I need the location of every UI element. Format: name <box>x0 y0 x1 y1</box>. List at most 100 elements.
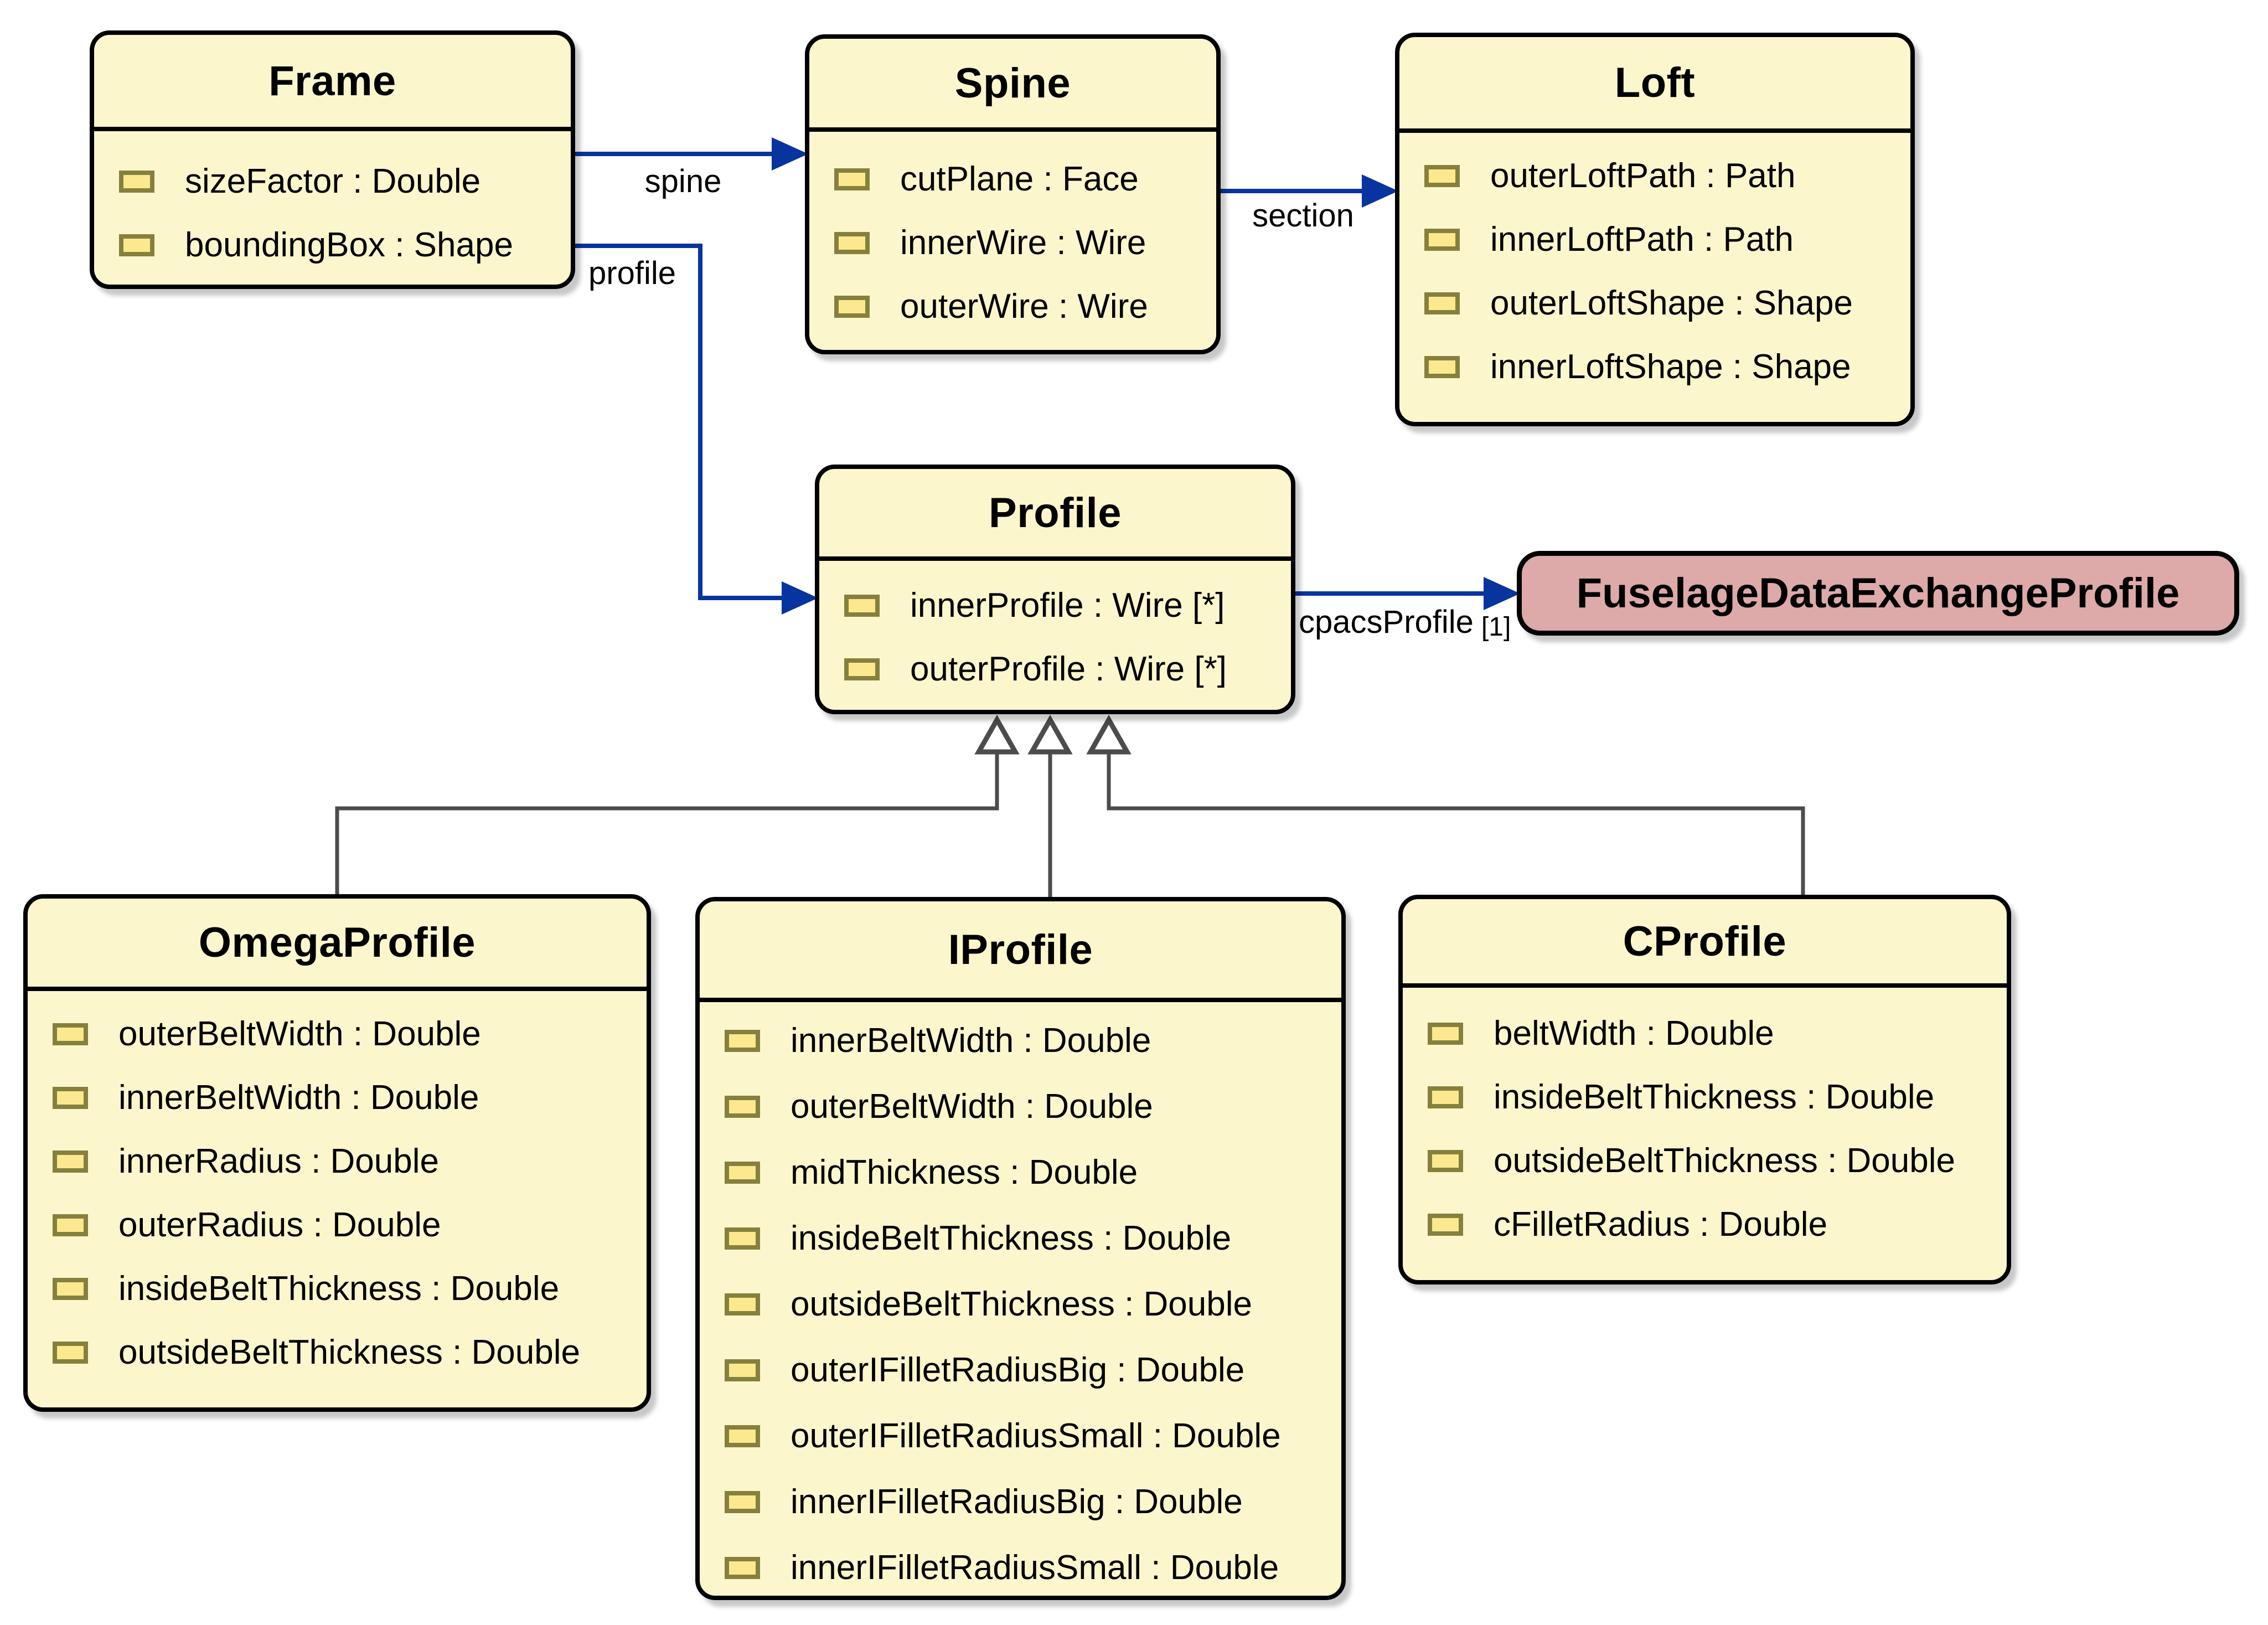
cpacsprofile-arrowhead <box>1484 577 1520 610</box>
attribute-row: sizeFactor : Double <box>94 149 571 213</box>
attribute-label: boundingBox : Shape <box>185 226 513 264</box>
attribute-icon <box>1424 164 1460 187</box>
attribute-icon <box>53 1341 88 1364</box>
attribute-icon <box>725 1293 760 1316</box>
attribute-icon <box>834 295 870 318</box>
class-attributes-c-profile: beltWidth : Double insideBeltThickness :… <box>1403 988 2007 1256</box>
generalization-triangle-icon <box>1027 714 1073 755</box>
attribute-label: insideBeltThickness : Double <box>118 1270 560 1308</box>
attribute-label: outerWire : Wire <box>900 287 1148 326</box>
profile-association-line <box>575 244 784 600</box>
attribute-row: boundingBox : Shape <box>94 213 571 277</box>
attribute-label: innerIFilletRadiusSmall : Double <box>791 1549 1279 1587</box>
edge-label-cpacsprofile-multiplicity: [1] <box>1481 612 1511 642</box>
attribute-label: outerIFilletRadiusSmall : Double <box>791 1417 1281 1455</box>
class-attributes-profile: innerProfile : Wire [*] outerProfile : W… <box>819 561 1291 701</box>
class-spine: Spine cutPlane : Face innerWire : Wire o… <box>805 34 1221 354</box>
class-title-spine: Spine <box>809 39 1216 132</box>
attribute-label: insideBeltThickness : Double <box>791 1219 1232 1257</box>
attribute-label: outerProfile : Wire [*] <box>910 650 1227 688</box>
attribute-label: outerBeltWidth : Double <box>791 1087 1153 1126</box>
attribute-row: innerIFilletRadiusBig : Double <box>700 1469 1341 1535</box>
attribute-row: outerIFilletRadiusSmall : Double <box>700 1403 1341 1469</box>
attribute-row: outerLoftPath : Path <box>1399 144 1910 208</box>
attribute-row: innerProfile : Wire [*] <box>819 574 1291 637</box>
edge-label-cpacsprofile-text: cpacsProfile <box>1299 604 1474 640</box>
section-arrowhead <box>1362 174 1398 208</box>
attribute-row: outerLoftShape : Shape <box>1399 271 1910 335</box>
attribute-label: innerIFilletRadiusBig : Double <box>791 1483 1243 1521</box>
attribute-label: outsideBeltThickness : Double <box>118 1333 581 1371</box>
class-title-i-profile: IProfile <box>700 901 1341 1002</box>
class-profile: Profile innerProfile : Wire [*] outerPro… <box>815 465 1295 714</box>
attribute-icon <box>725 1227 760 1250</box>
attribute-icon <box>725 1556 760 1579</box>
attribute-icon <box>53 1214 88 1236</box>
attribute-row: outsideBeltThickness : Double <box>1403 1129 2007 1193</box>
class-title-c-profile: CProfile <box>1403 899 2007 988</box>
attribute-icon <box>725 1029 760 1052</box>
edge-label-cpacsprofile: cpacsProfile[1] <box>1299 603 1511 642</box>
attribute-label: innerBeltWidth : Double <box>118 1079 479 1117</box>
attribute-row: outerWire : Wire <box>809 275 1216 338</box>
attribute-row: innerLoftPath : Path <box>1399 208 1910 271</box>
class-loft: Loft outerLoftPath : Path innerLoftPath … <box>1395 33 1915 426</box>
attribute-label: outsideBeltThickness : Double <box>1494 1142 1956 1180</box>
generalization-triangle-icon <box>1086 714 1132 755</box>
attribute-row: insideBeltThickness : Double <box>28 1257 647 1320</box>
attribute-icon <box>725 1161 760 1184</box>
class-attributes-i-profile: innerBeltWidth : Double outerBeltWidth :… <box>700 1002 1341 1601</box>
attribute-row: outerBeltWidth : Double <box>28 1002 647 1066</box>
attribute-icon <box>1424 292 1460 314</box>
attribute-icon <box>1428 1086 1463 1108</box>
attribute-icon <box>844 594 880 617</box>
attribute-icon <box>53 1086 88 1109</box>
attribute-row: outerProfile : Wire [*] <box>819 637 1291 701</box>
attribute-row: innerIFilletRadiusSmall : Double <box>700 1535 1341 1601</box>
class-title-loft: Loft <box>1399 37 1910 133</box>
attribute-icon <box>119 170 154 193</box>
omegaprofile-inheritance-line <box>335 751 999 895</box>
attribute-label: midThickness : Double <box>791 1153 1138 1191</box>
spine-arrowhead <box>772 137 808 171</box>
class-omega-profile: OmegaProfile outerBeltWidth : Double inn… <box>23 894 651 1412</box>
class-title-frame: Frame <box>94 35 571 131</box>
class-frame: Frame sizeFactor : Double boundingBox : … <box>90 30 575 289</box>
attribute-icon <box>53 1023 88 1045</box>
attribute-icon <box>725 1095 760 1118</box>
attribute-label: outerBeltWidth : Double <box>118 1015 481 1053</box>
attribute-icon <box>725 1359 760 1381</box>
cprofile-inheritance-line <box>1107 751 1805 896</box>
attribute-label: outsideBeltThickness : Double <box>791 1285 1253 1323</box>
attribute-row: outerIFilletRadiusBig : Double <box>700 1337 1341 1403</box>
attribute-row: cutPlane : Face <box>809 147 1216 211</box>
attribute-row: innerBeltWidth : Double <box>28 1066 647 1129</box>
attribute-label: outerIFilletRadiusBig : Double <box>791 1351 1245 1389</box>
attribute-icon <box>1428 1149 1463 1172</box>
attribute-label: beltWidth : Double <box>1494 1014 1774 1053</box>
attribute-row: outerBeltWidth : Double <box>700 1074 1341 1139</box>
class-i-profile: IProfile innerBeltWidth : Double outerBe… <box>695 897 1346 1600</box>
attribute-icon <box>834 231 870 254</box>
attribute-label: sizeFactor : Double <box>185 162 481 200</box>
generalization-triangle-icon <box>974 714 1020 755</box>
attribute-icon <box>1428 1022 1463 1045</box>
attribute-label: innerBeltWidth : Double <box>791 1022 1151 1060</box>
class-attributes-spine: cutPlane : Face innerWire : Wire outerWi… <box>809 132 1216 338</box>
edge-label-section: section <box>1252 198 1354 234</box>
attribute-label: outerLoftShape : Shape <box>1490 284 1853 322</box>
attribute-row: outerRadius : Double <box>28 1193 647 1257</box>
attribute-label: innerLoftShape : Shape <box>1490 348 1851 386</box>
attribute-row: beltWidth : Double <box>1403 1002 2007 1065</box>
attribute-row: insideBeltThickness : Double <box>1403 1065 2007 1129</box>
attribute-row: outsideBeltThickness : Double <box>700 1271 1341 1337</box>
attribute-icon <box>53 1277 88 1300</box>
attribute-icon <box>834 168 870 190</box>
attribute-label: outerLoftPath : Path <box>1490 157 1796 195</box>
attribute-row: innerBeltWidth : Double <box>700 1008 1341 1074</box>
attribute-row: innerWire : Wire <box>809 211 1216 275</box>
class-title-profile: Profile <box>819 469 1291 561</box>
attribute-row: cFilletRadius : Double <box>1403 1193 2007 1256</box>
